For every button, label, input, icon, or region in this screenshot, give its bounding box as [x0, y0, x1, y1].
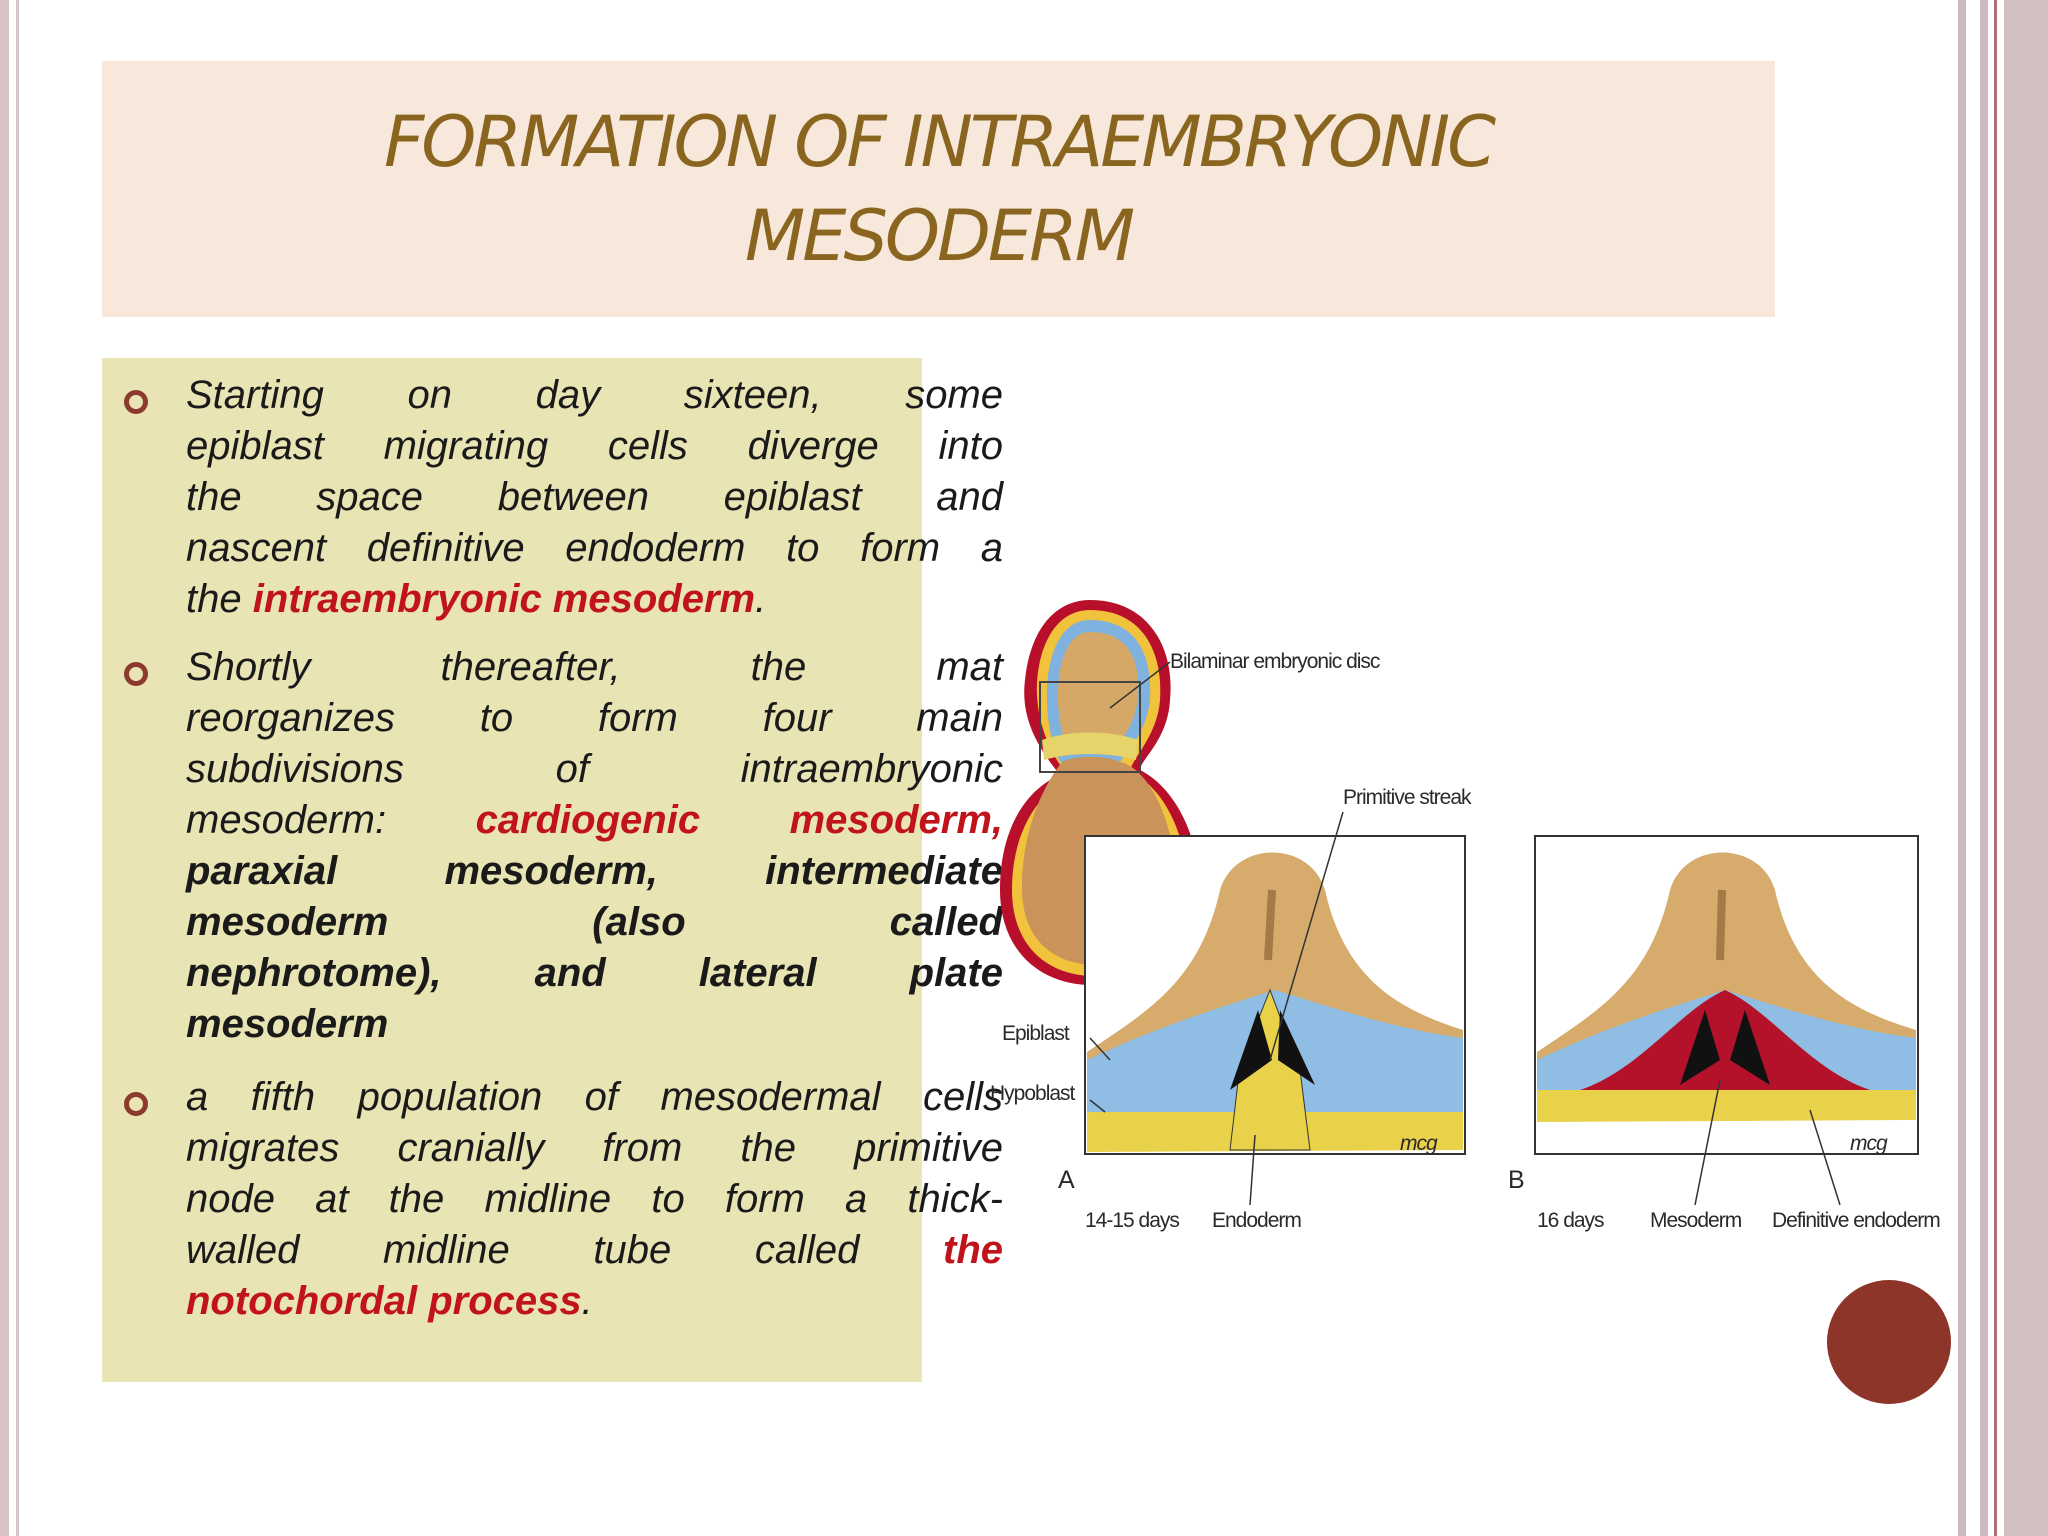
bullet-3-line-2: migrates cranially from the primitive [186, 1126, 1003, 1170]
bullet-2-line-1: Shortly thereafter, the mat [186, 645, 1003, 689]
label-hypoblast: Hypoblast [990, 1082, 1076, 1105]
decorative-circle [1827, 1280, 1951, 1404]
label-definitive-endoderm: Definitive endoderm [1772, 1209, 1940, 1232]
bullet-3-line-4: walled midline tube called the [186, 1225, 1003, 1276]
bullet-1-tail: . [755, 577, 767, 621]
label-epiblast: Epiblast [1002, 1022, 1070, 1045]
bullet-3-line-5: notochordal process. [186, 1276, 1003, 1327]
bullet-marker-icon [124, 390, 148, 414]
left-border-line [16, 0, 19, 1536]
leader-lines [1089, 661, 1841, 1206]
bullet-1-line-3: the space between epiblast and [186, 475, 1003, 519]
label-primitive-streak: Primitive streak [1343, 786, 1472, 809]
embryo-diagram: Bilaminar embryonic disc Primitive strea… [990, 600, 1940, 1232]
label-endoderm: Endoderm [1212, 1209, 1301, 1232]
bullet-3-text: walled midline tube called [186, 1228, 943, 1272]
bullet-1-highlight: intraembryonic mesoderm [252, 577, 756, 621]
title-line-1: FORMATION OF INTRAEMBRYONIC [384, 101, 1496, 183]
bullet-1-line-5: the intraembryonic mesoderm. [186, 574, 1003, 625]
label-age-a: 14-15 days [1085, 1209, 1179, 1232]
bullet-marker-icon [124, 662, 148, 686]
right-border-band [2004, 0, 2048, 1536]
right-border-bar [1958, 0, 1966, 1536]
bullet-1-line-4: nascent definitive endoderm to form a [186, 526, 1003, 570]
bullet-3-line-1: a fifth population of mesodermal cells [186, 1075, 1003, 1119]
bullet-3-highlight: the [943, 1228, 1003, 1272]
bullet-1-line-1: Starting on day sixteen, some [186, 373, 1003, 417]
bullet-2-red-line-2: mesoderm (also called [186, 900, 1003, 944]
label-mesoderm: Mesoderm [1650, 1209, 1742, 1232]
label-bilaminar-disc: Bilaminar embryonic disc [1170, 650, 1380, 673]
bullet-3-line-3: node at the midline to form a thick- [186, 1177, 1003, 1221]
panel-b-illustration [1534, 835, 1919, 1155]
artist-signature-b: mcg [1850, 1132, 1888, 1155]
bullet-marker-icon [124, 1092, 148, 1116]
bullet-2-text: mesoderm: [186, 798, 476, 842]
bullet-panel: Starting on day sixteen, some epiblast m… [102, 358, 1003, 1382]
panel-a-illustration [1084, 835, 1466, 1155]
bullet-3-tail: . [581, 1279, 593, 1323]
bullet-3-highlight-2: notochordal process [186, 1279, 582, 1323]
left-border-bar [0, 0, 9, 1536]
artist-signature-a: mcg [1400, 1132, 1438, 1155]
slide-title: FORMATION OF INTRAEMBRYONIC MESODERM [102, 61, 1775, 317]
right-border-bar-2 [1980, 0, 1988, 1536]
right-border-accent [1994, 0, 1997, 1536]
label-panel-b: B [1508, 1166, 1524, 1194]
bullet-2-red-line-3: nephrotome), and lateral plate [186, 951, 1003, 995]
bullet-2-line-4: mesoderm: cardiogenic mesoderm, [186, 795, 1003, 846]
bullet-2-line-3: subdivisions of intraembryonic [186, 747, 1003, 791]
bullet-2-highlight: cardiogenic mesoderm, [475, 798, 1003, 842]
bullet-2-red-line-1: paraxial mesoderm, intermediate [186, 849, 1003, 893]
title-line-2: MESODERM [744, 195, 1135, 277]
bullet-2-red-line-4: mesoderm [186, 1002, 389, 1046]
bullet-1-text: the [186, 577, 253, 621]
label-panel-a: A [1058, 1166, 1075, 1194]
bullet-1-line-2: epiblast migrating cells diverge into [186, 424, 1003, 468]
bullet-2-line-2: reorganizes to form four main [186, 696, 1003, 740]
label-age-b: 16 days [1537, 1209, 1604, 1232]
